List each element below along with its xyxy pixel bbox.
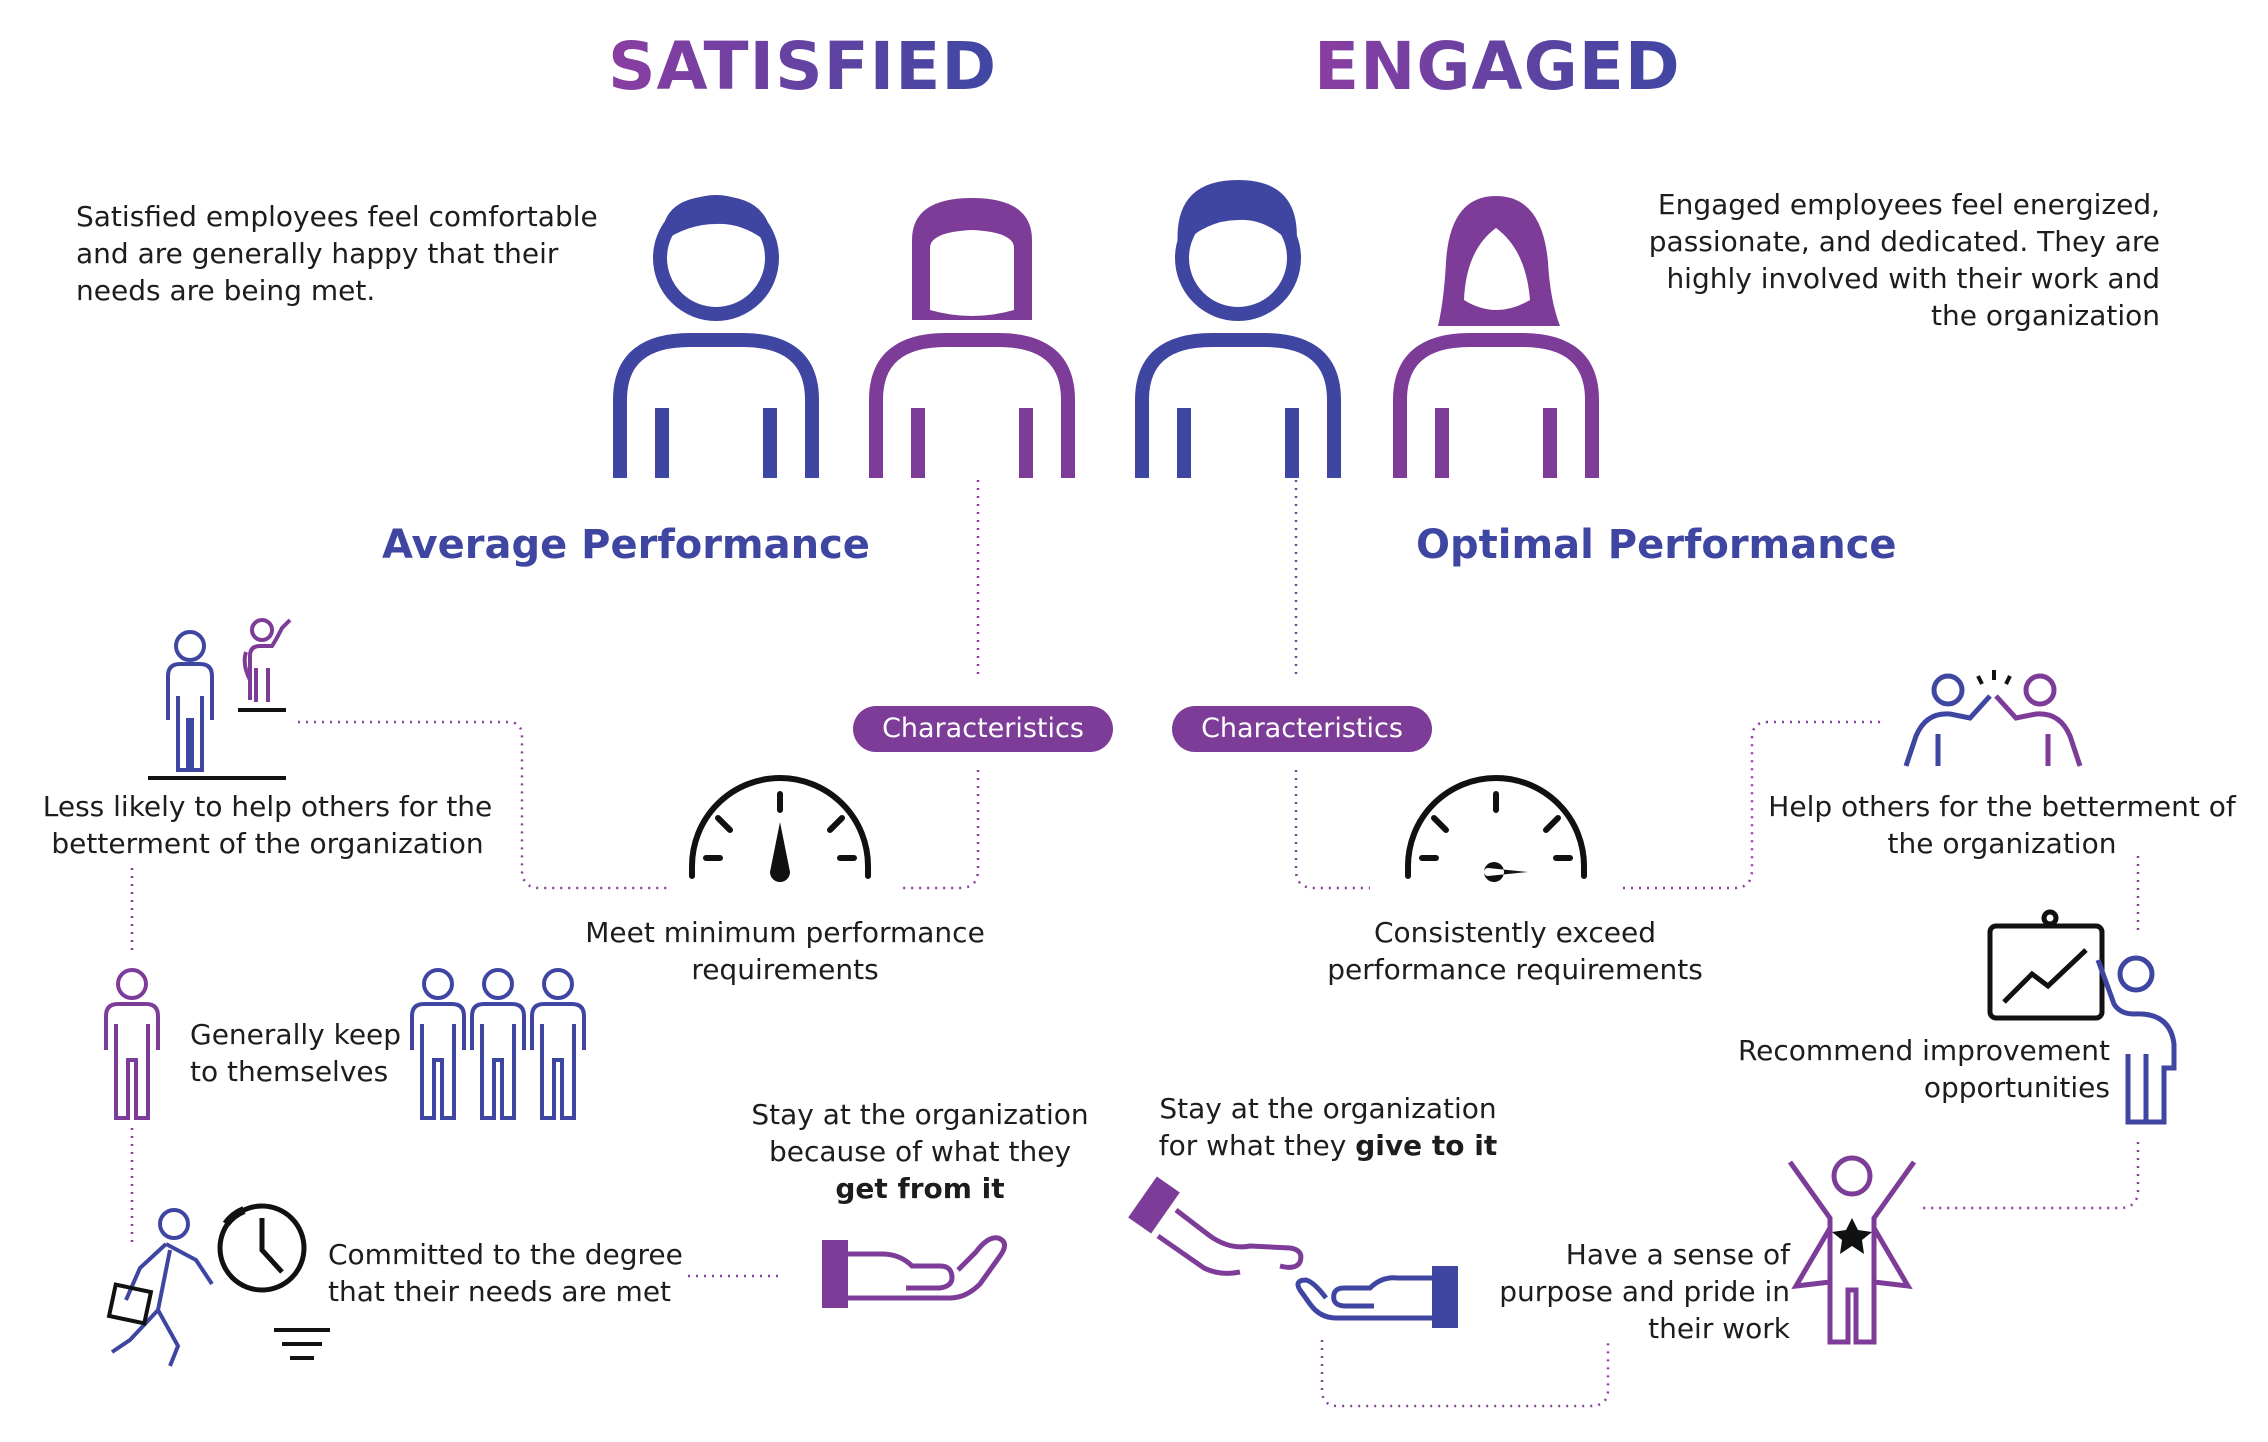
characteristics-pill-right: Characteristics bbox=[1172, 706, 1432, 752]
trait-recommend: Recommend improvement opportunities bbox=[1737, 1034, 2110, 1104]
woman-avatar-icon-2 bbox=[1393, 196, 1599, 478]
gauge-icon-2 bbox=[1405, 775, 1587, 879]
average-performance-label: Average Performance bbox=[382, 522, 870, 568]
running-person-icon bbox=[106, 1208, 330, 1367]
man-avatar-icon bbox=[613, 195, 819, 478]
man-avatar-icon-2 bbox=[1135, 180, 1341, 478]
hand-give-icon bbox=[1128, 1176, 1458, 1328]
trait-stay-get-text: Stay at the organization because of what… bbox=[751, 1098, 1089, 1168]
presentation-board-icon bbox=[1987, 909, 2177, 1125]
satisfied-description: Satisfied employees feel comfortable and… bbox=[76, 200, 598, 307]
trait-meet-minimum: Meet minimum performance requirements bbox=[585, 916, 985, 986]
woman-avatar-icon bbox=[869, 198, 1075, 478]
trait-help-others: Help others for the betterment of the or… bbox=[1768, 790, 2236, 860]
high-five-icon bbox=[1903, 670, 2083, 767]
hero-person-icon bbox=[1787, 1155, 1917, 1345]
trait-sense-of-purpose: Have a sense of purpose and pride in the… bbox=[1499, 1238, 1790, 1345]
trait-stay-get: Stay at the organization because of what… bbox=[740, 1096, 1100, 1207]
engaged-heading: ENGAGED bbox=[1314, 28, 1681, 105]
trait-stay-give-text: Stay at the organization for what they bbox=[1158, 1092, 1497, 1162]
trait-keep-to-themselves: Generally keep to themselves bbox=[190, 1018, 402, 1088]
people-group-icon bbox=[410, 968, 586, 1120]
gauge-icon bbox=[689, 775, 871, 879]
trait-stay-get-bold: get from it bbox=[835, 1172, 1005, 1205]
trait-committed: Committed to the degree that their needs… bbox=[328, 1238, 683, 1308]
trait-stay-give: Stay at the organization for what they g… bbox=[1148, 1090, 1508, 1164]
trait-stay-give-bold: give to it bbox=[1355, 1129, 1498, 1162]
trait-less-likely-help: Less likely to help others for the bette… bbox=[42, 790, 493, 860]
clock-icon bbox=[217, 1203, 307, 1293]
gauge-needle-exceed bbox=[1484, 862, 1528, 882]
satisfied-heading: SATISFIED bbox=[608, 28, 998, 105]
engaged-description: Engaged employees feel energized, passio… bbox=[1648, 188, 2160, 332]
podium-people-icon bbox=[148, 618, 292, 780]
man-hair-icon bbox=[661, 196, 772, 246]
star-icon bbox=[1832, 1218, 1872, 1254]
characteristics-pill-left: Characteristics bbox=[853, 706, 1113, 752]
standing-person-icon bbox=[104, 968, 160, 1120]
optimal-performance-label: Optimal Performance bbox=[1416, 522, 1897, 568]
hand-receive-icon bbox=[822, 1235, 1007, 1308]
trait-consistently-exceed: Consistently exceed performance requirem… bbox=[1327, 916, 1703, 986]
gauge-needle-min bbox=[770, 822, 790, 882]
dotted-connectors bbox=[130, 480, 2140, 1408]
